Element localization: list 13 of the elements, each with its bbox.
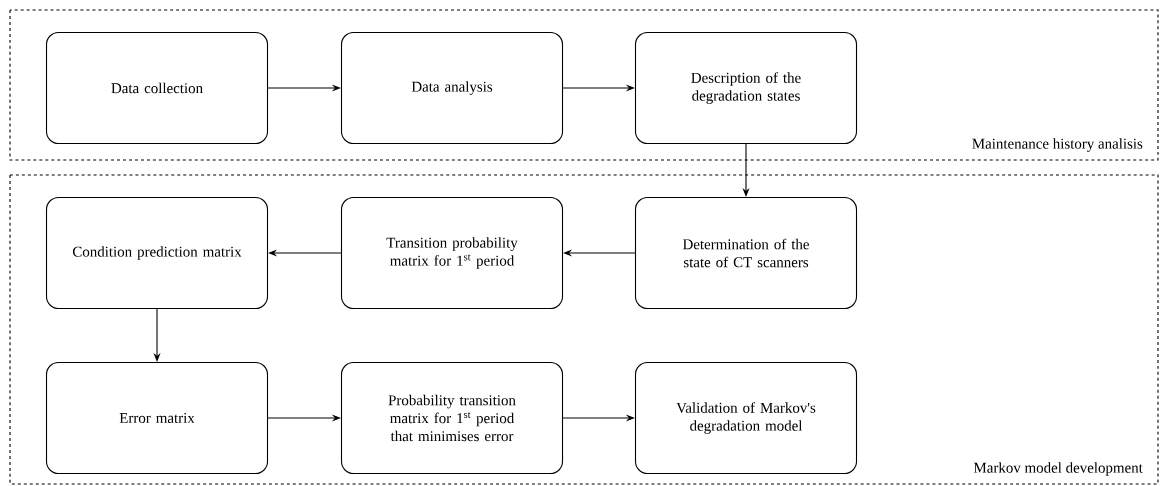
process-box: Data analysis	[340, 31, 564, 145]
region-label: Markov model development	[973, 462, 1143, 476]
region-label: Maintenance history analisis	[972, 138, 1143, 152]
process-box: Transition probability matrix for 1$^{st}$ period	[340, 196, 564, 310]
process-box: Error matrix	[45, 361, 269, 475]
dashed-region	[9, 9, 1159, 161]
process-box: Description of the degradation states	[634, 31, 858, 145]
process-box: Determination of the state of CT scanners	[634, 196, 858, 310]
process-box: Data collection	[45, 31, 269, 145]
process-box: Probability transition matrix for 1$^{st}$ period that minimises error	[340, 361, 564, 475]
dashed-region	[9, 174, 1159, 485]
process-box: Condition prediction matrix	[45, 196, 269, 310]
process-box: Validation of Markov's degradation model	[634, 361, 858, 475]
